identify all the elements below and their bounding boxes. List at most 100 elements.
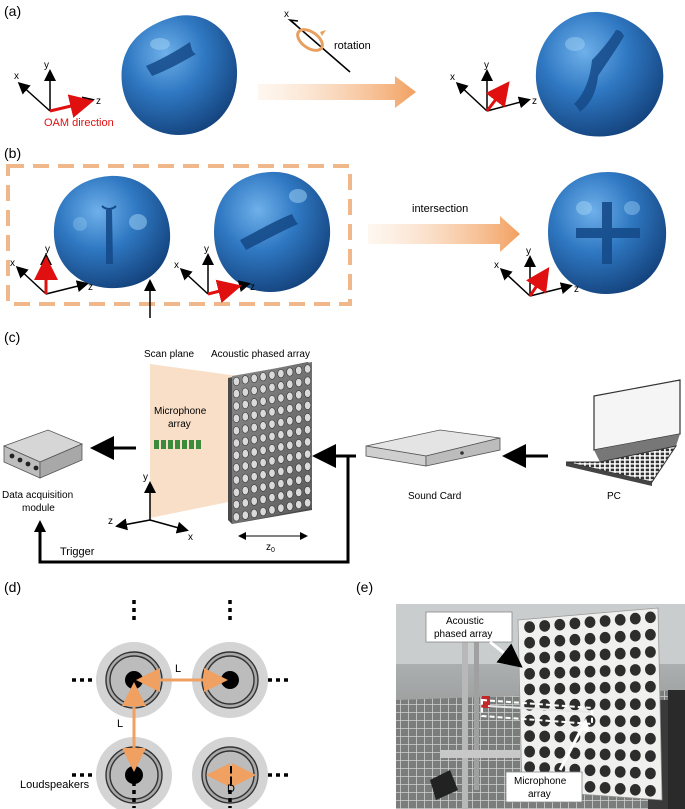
array-hole xyxy=(250,435,258,445)
array-hole xyxy=(268,407,276,417)
photo-array-hole xyxy=(599,665,611,677)
photo-array-hole xyxy=(584,682,596,694)
array-hole xyxy=(304,400,312,410)
array-hole xyxy=(232,463,240,473)
axis-x-label-b3: x xyxy=(494,260,499,271)
photo-array-hole xyxy=(614,749,626,761)
rotation-label: rotation xyxy=(334,40,371,52)
array-hole xyxy=(250,484,258,494)
photo-array-hole xyxy=(614,766,626,778)
array-hole xyxy=(250,472,258,482)
photo-array-hole xyxy=(584,649,596,661)
axis-z-label: z xyxy=(96,96,101,107)
callout-phased-line1: Acoustic xyxy=(446,616,484,627)
array-hole xyxy=(304,486,312,496)
array-hole xyxy=(277,369,285,379)
array-hole xyxy=(259,494,267,504)
photo-array-hole xyxy=(569,715,581,727)
sound-card-device xyxy=(365,429,501,467)
photo-array-hole xyxy=(599,748,611,761)
array-hole xyxy=(250,422,258,432)
photo-array-hole xyxy=(645,628,656,641)
photo-array-hole xyxy=(584,781,596,793)
array-hole xyxy=(304,413,312,423)
photo-array-hole xyxy=(524,730,535,742)
axis-z-label-c: z xyxy=(108,516,113,527)
daq-label-line1: Data acquisition xyxy=(2,490,73,501)
photo-array-hole xyxy=(629,664,641,676)
spacing-arrows xyxy=(122,668,256,787)
axis-y-label-b1: y xyxy=(45,244,50,255)
trigger-label: Trigger xyxy=(60,546,95,558)
array-hole xyxy=(295,390,303,400)
array-hole xyxy=(268,468,276,478)
photo-array-hole xyxy=(554,698,566,711)
photo-array-hole xyxy=(614,630,626,643)
photo-array-hole xyxy=(645,750,656,762)
array-hole xyxy=(304,473,312,483)
photo-array-hole xyxy=(629,749,641,762)
array-hole xyxy=(268,493,276,503)
callout-phased-array xyxy=(425,611,523,668)
photo-array-hole xyxy=(569,633,581,646)
array-hole xyxy=(241,399,249,409)
photo-array-hole xyxy=(524,636,535,649)
array-hole xyxy=(304,498,312,508)
array-hole xyxy=(295,475,303,485)
photo-array-hole xyxy=(645,785,656,797)
array-hole xyxy=(259,433,267,443)
array-hole xyxy=(268,419,276,429)
callout-phased-line2: phased array xyxy=(434,629,492,640)
axis-z-label-b2: z xyxy=(250,282,255,293)
daq-label-line2: module xyxy=(22,503,55,514)
z0-label: z0 xyxy=(266,542,275,554)
photo-array-hole xyxy=(554,682,566,695)
axis-y-label-a-right: y xyxy=(484,60,489,71)
array-hole xyxy=(259,396,267,406)
array-hole xyxy=(295,426,303,436)
array-hole xyxy=(232,426,240,436)
loudspeaker xyxy=(192,642,268,718)
mic-array-label-line1: Microphone xyxy=(154,406,207,417)
array-hole xyxy=(232,376,240,386)
array-hole xyxy=(259,421,267,431)
photo-array-hole xyxy=(584,748,596,760)
array-hole xyxy=(277,479,285,489)
axis-x-label-c: x xyxy=(188,532,193,543)
photo-array-hole xyxy=(554,714,566,727)
photo-array-hole xyxy=(599,648,611,661)
array-hole xyxy=(304,437,312,447)
array-hole xyxy=(277,393,285,403)
photo-array-hole xyxy=(614,732,626,744)
array-hole xyxy=(259,470,267,480)
photo-array-hole xyxy=(599,615,611,627)
array-hole xyxy=(268,456,276,466)
array-hole xyxy=(241,436,249,446)
photo-array-hole xyxy=(539,667,551,680)
callout-microphone-array xyxy=(505,718,590,803)
spacing-L-horizontal: L xyxy=(175,663,181,675)
photo-array-hole xyxy=(629,647,641,659)
loudspeaker xyxy=(96,737,172,809)
panel-c-label: (c) xyxy=(4,329,20,345)
acoustic-phased-array-panel xyxy=(228,362,312,524)
array-hole xyxy=(241,412,249,422)
axis-z-label-b3: z xyxy=(574,284,579,295)
photo-array-hole xyxy=(584,616,596,628)
pc-laptop xyxy=(565,379,681,486)
array-hole xyxy=(304,425,312,435)
photo-array-hole xyxy=(629,784,641,796)
array-hole xyxy=(295,439,303,449)
photo-array-hole xyxy=(584,632,596,645)
photo-array-hole xyxy=(599,698,611,711)
photo-array-hole xyxy=(539,620,551,632)
photo-array-hole xyxy=(629,766,641,779)
axis-z-label-b1: z xyxy=(88,282,93,293)
photo-array-hole xyxy=(645,732,656,745)
photo-array-hole xyxy=(554,666,566,679)
photo-array-hole xyxy=(524,714,535,727)
array-hole xyxy=(250,398,258,408)
array-hole xyxy=(286,404,294,414)
intersection-label: intersection xyxy=(412,203,468,215)
